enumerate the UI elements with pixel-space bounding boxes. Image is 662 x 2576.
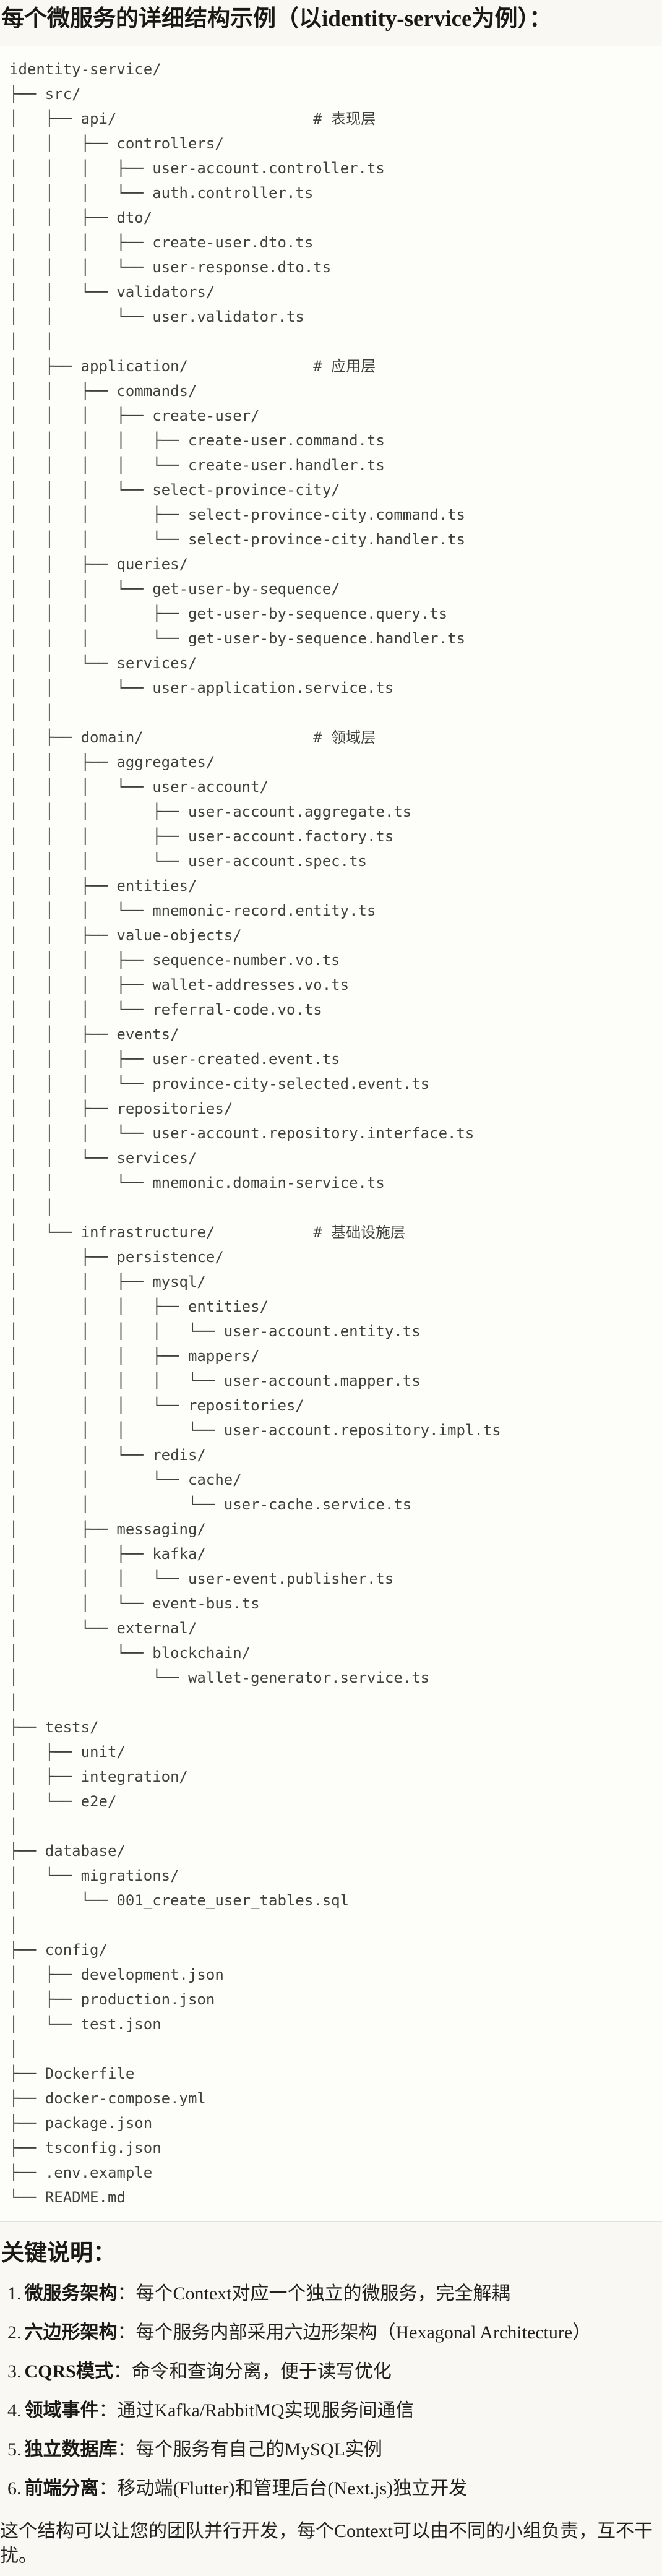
note-term: 前端分离 — [24, 2478, 99, 2499]
note-number: 6. — [7, 2478, 22, 2499]
note-item: 6.前端分离：移动端(Flutter)和管理后台(Next.js)独立开发 — [7, 2477, 662, 2501]
note-item: 2.六边形架构：每个服务内部采用六边形架构（Hexagonal Architec… — [7, 2321, 662, 2345]
note-description: ：通过Kafka/RabbitMQ实现服务间通信 — [98, 2400, 415, 2421]
page-title: 每个微服务的详细结构示例（以identity-service为例）： — [1, 6, 552, 32]
note-term: CQRS模式 — [24, 2361, 113, 2382]
note-item: 4.领域事件：通过Kafka/RabbitMQ实现服务间通信 — [7, 2399, 662, 2423]
note-number: 3. — [7, 2361, 22, 2382]
note-item: 1.微服务架构：每个Context对应一个独立的微服务，完全解耦 — [7, 2282, 662, 2306]
note-term: 微服务架构 — [24, 2283, 118, 2304]
directory-tree-code-block: identity-service/ ├── src/ │ ├── api/ # … — [0, 46, 662, 2222]
directory-tree: identity-service/ ├── src/ │ ├── api/ # … — [9, 61, 501, 2206]
note-term: 领域事件 — [24, 2400, 99, 2421]
note-description: ：移动端(Flutter)和管理后台(Next.js)独立开发 — [98, 2478, 468, 2499]
note-item: 5.独立数据库：每个服务有自己的MySQL实例 — [7, 2438, 662, 2462]
note-description: ：每个服务内部采用六边形架构（Hexagonal Architecture） — [117, 2322, 591, 2343]
note-number: 1. — [7, 2283, 22, 2304]
note-term: 六边形架构 — [24, 2322, 118, 2343]
note-number: 2. — [7, 2322, 22, 2343]
note-term: 独立数据库 — [24, 2439, 118, 2460]
note-description: ：每个Context对应一个独立的微服务，完全解耦 — [117, 2283, 510, 2304]
note-item: 3.CQRS模式：命令和查询分离，便于读写优化 — [7, 2360, 662, 2384]
notes-list: 1.微服务架构：每个Context对应一个独立的微服务，完全解耦 2.六边形架构… — [0, 2282, 662, 2501]
notes-heading: 关键说明： — [1, 2241, 116, 2266]
note-number: 4. — [7, 2400, 22, 2421]
note-number: 5. — [7, 2439, 22, 2460]
closing-paragraph: 这个结构可以让您的团队并行开发，每个Context可以由不同的小组负责，互不干扰… — [0, 2521, 653, 2566]
note-description: ：每个服务有自己的MySQL实例 — [117, 2439, 382, 2460]
note-description: ：命令和查询分离，便于读写优化 — [113, 2361, 392, 2382]
